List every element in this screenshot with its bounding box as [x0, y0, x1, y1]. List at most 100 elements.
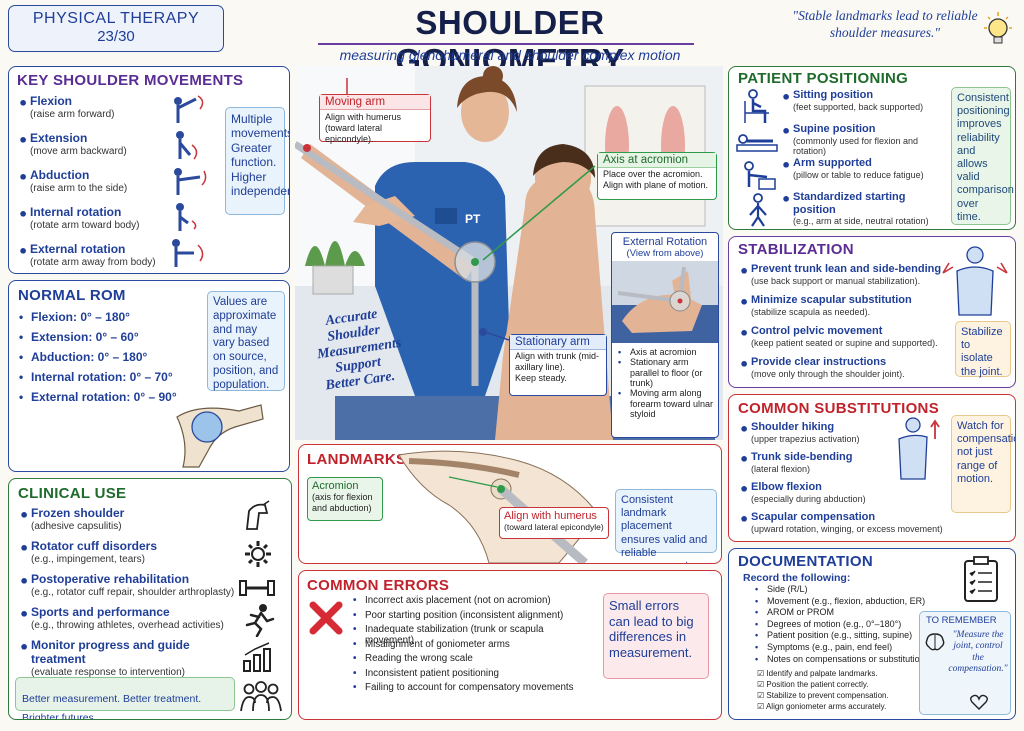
- external-rotation-inset: External Rotation (View from above) Axis…: [611, 232, 719, 438]
- gear-icon: [245, 541, 271, 567]
- abduction-figure-icon: [174, 168, 207, 195]
- errors-note: Small errors can lead to big differences…: [603, 593, 709, 679]
- photo-panel: PT Moving arm Align with humerus (toward…: [295, 66, 723, 440]
- clinical-footer-text: Better measurement. Better treatment. Br…: [22, 693, 202, 720]
- positioning-note: Consistent positioning improves reliabil…: [951, 87, 1014, 225]
- landmarks-title: LANDMARKS: [307, 451, 407, 468]
- header-quote: "Stable landmarks lead to reliable shoul…: [792, 8, 978, 40]
- standing-icon: [749, 193, 767, 227]
- axis-text-1: Place over the acromion.: [603, 169, 703, 179]
- common-errors-title: COMMON ERRORS: [307, 577, 450, 594]
- ext-list: Axis at acromion Stationary arm parallel…: [612, 343, 718, 419]
- list-item: Internal rotation: 0° – 70°: [19, 370, 209, 391]
- course-badge-title: PHYSICAL THERAPY: [32, 10, 200, 27]
- axis-text-2: Align with plane of motion.: [603, 179, 709, 190]
- list-item: Notes on compensations or substitutions: [755, 654, 955, 666]
- remember-box: TO REMEMBER "Measure the joint, control …: [919, 611, 1011, 715]
- acromion-callout: Acromion (axis for flexion and abduction…: [307, 477, 383, 521]
- frozen-shoulder-icon: [245, 500, 270, 530]
- key-movements-list: Flexion(raise arm forward) Extension(mov…: [18, 94, 168, 273]
- patient-positioning-title: PATIENT POSITIONING: [738, 70, 909, 87]
- torso-stabilization-icon: [942, 246, 1008, 316]
- common-substitutions-title: COMMON SUBSTITUTIONS: [738, 400, 939, 417]
- list-item: Standardized starting position(e.g., arm…: [781, 191, 951, 226]
- stationary-text-2: Keep steady.: [515, 372, 567, 383]
- checklist-item: ☑ Position the patient correctly.: [757, 680, 869, 689]
- course-badge-count: 23/30: [97, 28, 135, 45]
- shirt-label: PT: [465, 212, 481, 226]
- checkbox-icon: ☑: [757, 702, 766, 711]
- list-item: Provide clear instructions(move only thr…: [739, 356, 951, 387]
- clipboard-icon: [964, 556, 998, 602]
- axis-callout: Axis at acromion Place over the acromion…: [597, 152, 717, 200]
- error-x-icon: [309, 601, 343, 635]
- list-item: Failing to account for compensatory move…: [353, 682, 593, 697]
- ext-sub: (View from above): [626, 248, 704, 259]
- list-item: Minimize scapular substitution(stabilize…: [739, 294, 951, 325]
- shoulder-joint-icon: [176, 404, 264, 468]
- clinical-use-panel: CLINICAL USE Frozen shoulder(adhesive ca…: [8, 478, 292, 720]
- brain-icon: [925, 633, 945, 651]
- moving-arm-text: Align with humerus (toward lateral epico…: [325, 112, 402, 144]
- list-item: Elbow flexion(especially during abductio…: [739, 481, 949, 511]
- list-item: Flexion(raise arm forward): [18, 94, 168, 132]
- list-item: Incorrect axis placement (not on acromio…: [353, 595, 593, 610]
- checkbox-icon: ☑: [757, 680, 767, 689]
- list-item: Patient position (e.g., sitting, supine): [755, 630, 955, 642]
- key-movements-panel: KEY SHOULDER MOVEMENTS Flexion(raise arm…: [8, 66, 290, 274]
- list-item: Flexion: 0° – 180°: [19, 310, 209, 331]
- list-item: External rotation(rotate arm away from b…: [18, 242, 168, 273]
- humerus-sub: (toward lateral epicondyle): [504, 522, 604, 532]
- remember-text: "Measure the joint, control the compensa…: [948, 630, 1008, 675]
- humerus-title: Align with humerus: [504, 510, 597, 522]
- list-item: Reading the wrong scale: [353, 653, 593, 668]
- sitting-icon: [744, 89, 769, 123]
- list-item: Rotator cuff disorders(e.g., impingement…: [19, 539, 241, 573]
- list-item: Trunk side-bending(lateral flexion): [739, 451, 949, 481]
- list-item: Axis at acromion: [618, 347, 714, 358]
- list-item: Control pelvic movement(keep patient sea…: [739, 325, 951, 356]
- list-item: Movement (e.g., flexion, abduction, ER): [755, 596, 955, 608]
- list-item: Abduction(raise arm to the side): [18, 168, 168, 206]
- clinical-footer: Better measurement. Better treatment. Br…: [15, 677, 235, 719]
- list-item: Scapular compensation(upward rotation, w…: [739, 511, 949, 541]
- key-movements-title: KEY SHOULDER MOVEMENTS: [17, 72, 244, 89]
- list-item: Postoperative rehabilitation(e.g., rotat…: [19, 572, 241, 606]
- list-item: External rotation: 0° – 90°: [19, 390, 209, 411]
- list-item: Symptoms (e.g., pain, end feel): [755, 642, 955, 654]
- lightbulb-icon: [984, 12, 1012, 44]
- stabilization-note: Stabilize to isolate the joint.: [955, 321, 1011, 378]
- list-item: Frozen shoulder(adhesive capsulitis): [19, 506, 241, 540]
- documentation-list: Side (R/L) Movement (e.g., flexion, abdu…: [755, 584, 955, 665]
- page-title: SHOULDER GONIOMETRY: [395, 4, 625, 79]
- list-item: Degrees of motion (e.g., 0°–180°): [755, 619, 955, 631]
- list-item: Extension(move arm backward): [18, 131, 168, 169]
- stabilization-panel: STABILIZATION Prevent trunk lean and sid…: [728, 236, 1016, 388]
- list-item: Inconsistent patient positioning: [353, 668, 593, 683]
- list-item: Inadequate stabilization (trunk or scapu…: [353, 624, 593, 646]
- title-underline: [318, 43, 694, 45]
- list-item: Sitting position(feet supported, back su…: [781, 89, 951, 123]
- normal-rom-list: Flexion: 0° – 180° Extension: 0° – 60° A…: [19, 310, 209, 411]
- external-rotation-image: [612, 261, 718, 343]
- common-substitutions-panel: COMMON SUBSTITUTIONS Shoulder hiking(upp…: [728, 394, 1016, 542]
- list-item: Supine position(commonly used for flexio…: [781, 123, 951, 157]
- course-badge: PHYSICAL THERAPY 23/30: [8, 5, 224, 52]
- slogan: Accurate Shoulder Measurements Support B…: [316, 306, 403, 394]
- rom-note: Values are approximate and may vary base…: [207, 291, 285, 391]
- landmarks-note: Consistent landmark placement ensures va…: [615, 489, 717, 563]
- list-item: Monitor progress and guide treatment(eva…: [19, 638, 241, 677]
- acromion-title: Acromion: [312, 480, 359, 492]
- common-substitutions-list: Shoulder hiking(upper trapezius activati…: [739, 421, 949, 541]
- supine-icon: [736, 134, 778, 152]
- checkbox-icon: ☑: [757, 669, 767, 678]
- dumbbell-icon: [239, 580, 275, 596]
- list-item: Arm supported(pillow or table to reduce …: [781, 157, 951, 191]
- page-subtitle: measuring glenohumeral and shoulder comp…: [339, 47, 681, 63]
- moving-arm-title: Moving arm: [320, 95, 430, 110]
- extension-figure-icon: [176, 131, 198, 160]
- normal-rom-title: NORMAL ROM: [18, 287, 126, 304]
- common-errors-panel: COMMON ERRORS Incorrect axis placement (…: [298, 570, 722, 720]
- list-item: Moving arm along forearm toward ulnar st…: [618, 388, 714, 419]
- acromion-sub: (axis for flexion and abduction): [312, 492, 373, 513]
